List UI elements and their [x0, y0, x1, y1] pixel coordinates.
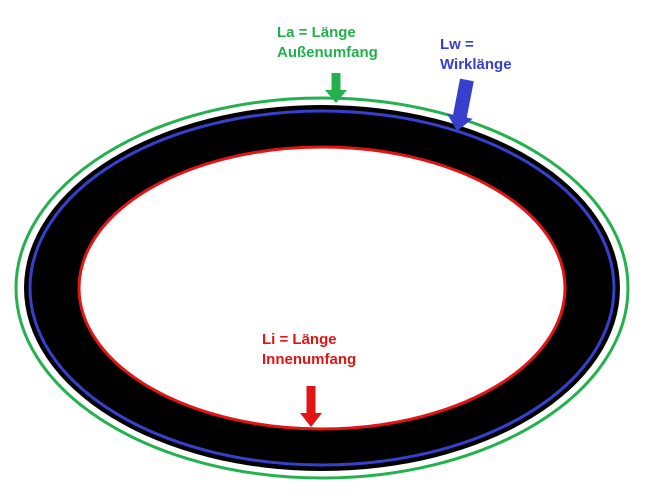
lw-arrow-down-icon [447, 78, 474, 131]
inner-circumference-line [77, 145, 567, 431]
li-arrow-down-icon [300, 386, 322, 427]
outer-circumference-line [14, 96, 630, 480]
working-length-line [28, 109, 616, 467]
la-label: La = Länge Außenumfang [277, 24, 378, 61]
li-label: Li = Länge Innenumfang [262, 331, 357, 368]
la-arrow-down-icon [325, 73, 347, 103]
lw-label: Lw = Wirklänge [440, 36, 512, 73]
belt-inner-hole [79, 147, 565, 429]
